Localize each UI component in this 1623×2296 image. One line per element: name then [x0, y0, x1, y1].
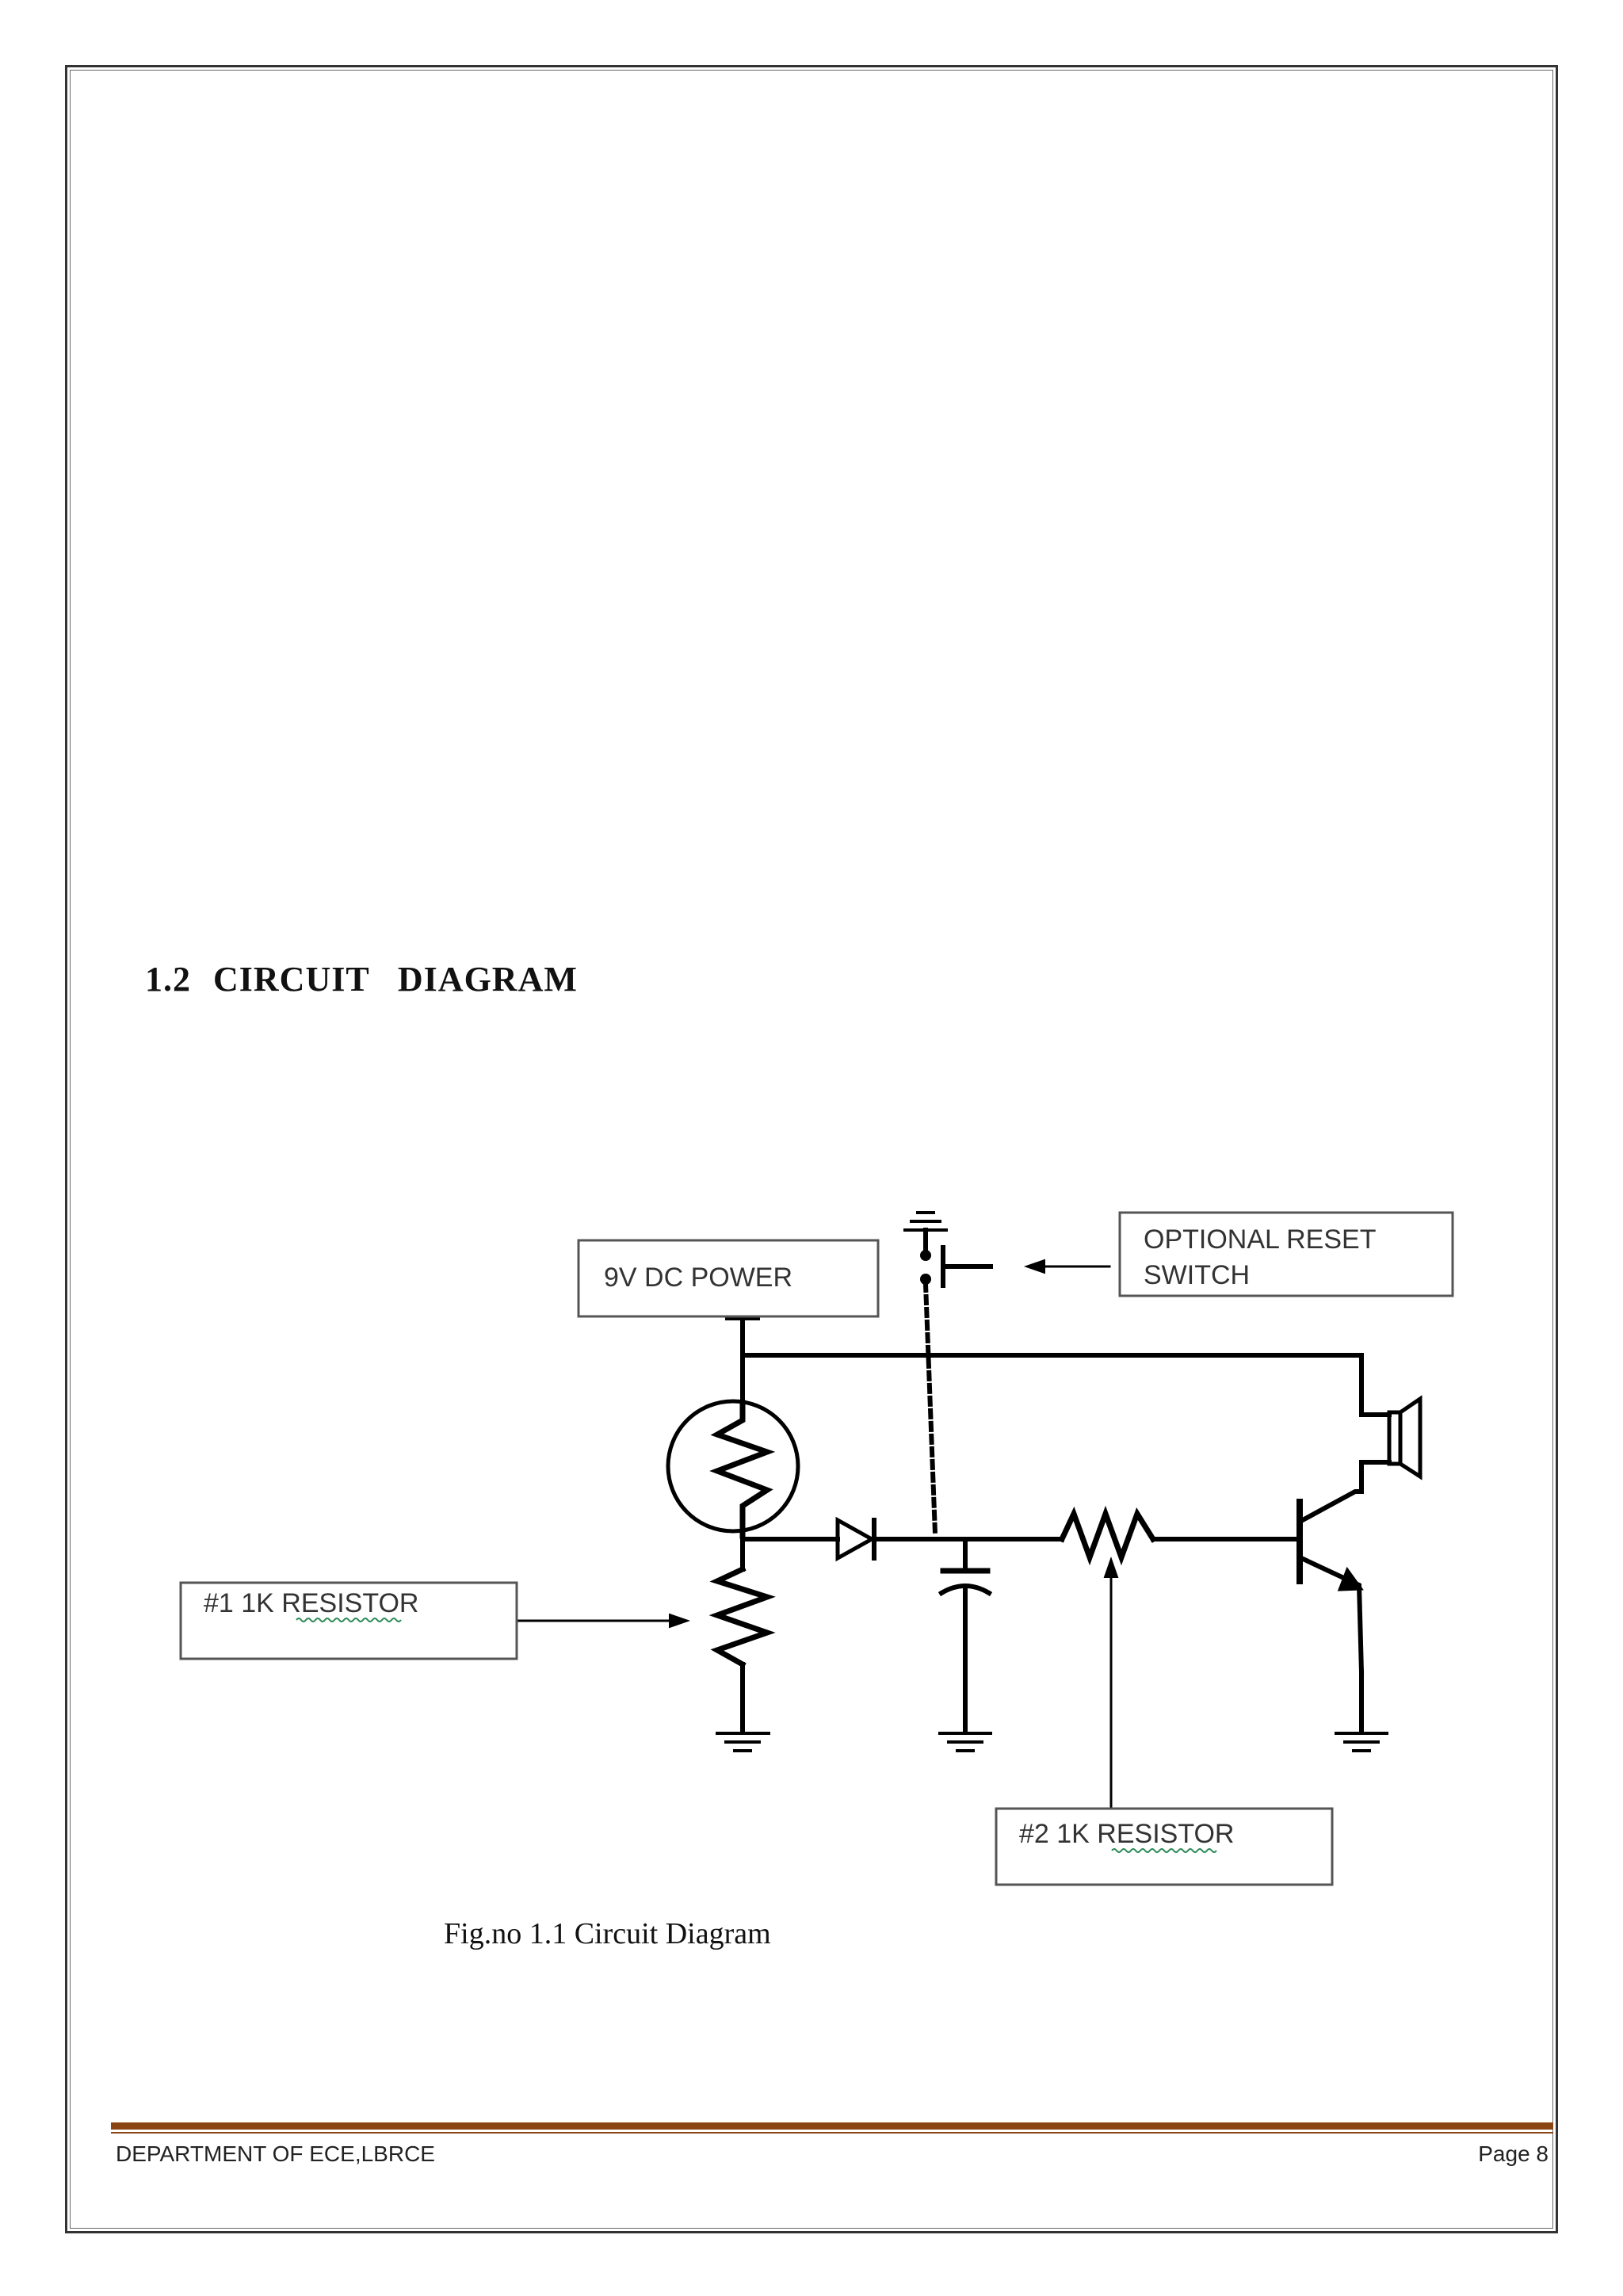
- section-title: CIRCUIT DIAGRAM: [213, 960, 578, 999]
- speaker-cone: [1397, 1395, 1423, 1480]
- resistor1-zigzag: [708, 1565, 776, 1668]
- reset-label-box: [1118, 1211, 1454, 1297]
- resistor1-label-box: [179, 1581, 518, 1660]
- resistor2-arrowhead: [1103, 1556, 1119, 1578]
- resistor1-label: #1 1K RESISTOR: [204, 1588, 419, 1618]
- footer-department: DEPARTMENT OF ECE,LBRCE: [116, 2141, 435, 2166]
- power-label: 9V DC POWER: [604, 1263, 792, 1293]
- ldr-zigzag: [709, 1400, 776, 1539]
- spellcheck-underline-1: [296, 1618, 402, 1622]
- section-heading: 1.2 CIRCUIT DIAGRAM: [145, 959, 578, 999]
- figure-caption: Fig.no 1.1 Circuit Diagram: [444, 1917, 771, 1950]
- reset-switch-ground: [903, 1211, 948, 1232]
- circuit-diagram: 9V DC POWER OPTIONAL RESET SWITCH #1 1K …: [179, 1211, 1454, 1886]
- page-border-inner: [70, 70, 1553, 2229]
- power-label-box: [577, 1239, 880, 1318]
- transistor-emitter-arrow: [1337, 1566, 1364, 1591]
- footer-page-number: Page 8: [1478, 2141, 1549, 2166]
- reset-switch-contact-2: [920, 1274, 931, 1285]
- page-border: [65, 65, 1558, 2233]
- ldr-symbol: [666, 1399, 800, 1534]
- section-number: 1.2: [145, 960, 191, 999]
- reset-switch-dotted-line: [922, 1281, 938, 1537]
- resistor2-label-box: [995, 1807, 1334, 1886]
- diode-triangle: [835, 1516, 876, 1562]
- ground-symbol-3: [1335, 1732, 1388, 1752]
- resistor1-arrowhead: [669, 1613, 691, 1629]
- reset-label-line2: SWITCH: [1144, 1260, 1250, 1290]
- transistor-collector: [1296, 1460, 1364, 1526]
- speaker-body: [1387, 1410, 1403, 1466]
- ground-symbol-2: [938, 1732, 992, 1752]
- spellcheck-underline-2: [1111, 1848, 1217, 1853]
- reset-label-line1: OPTIONAL RESET: [1144, 1224, 1376, 1255]
- speaker-wires: [1359, 1407, 1392, 1465]
- footer-rule-thin: [111, 2132, 1553, 2134]
- footer-rule: [111, 2122, 1553, 2130]
- reset-switch-actuator: [941, 1245, 993, 1288]
- resistor2-zigzag: [1058, 1505, 1157, 1566]
- wire-power-drop: [740, 1313, 1364, 1412]
- reset-switch-contact-1: [920, 1250, 931, 1261]
- resistor2-label: #2 1K RESISTOR: [1019, 1819, 1235, 1849]
- reset-arrowhead: [1023, 1259, 1045, 1274]
- ground-symbol-1: [716, 1732, 770, 1752]
